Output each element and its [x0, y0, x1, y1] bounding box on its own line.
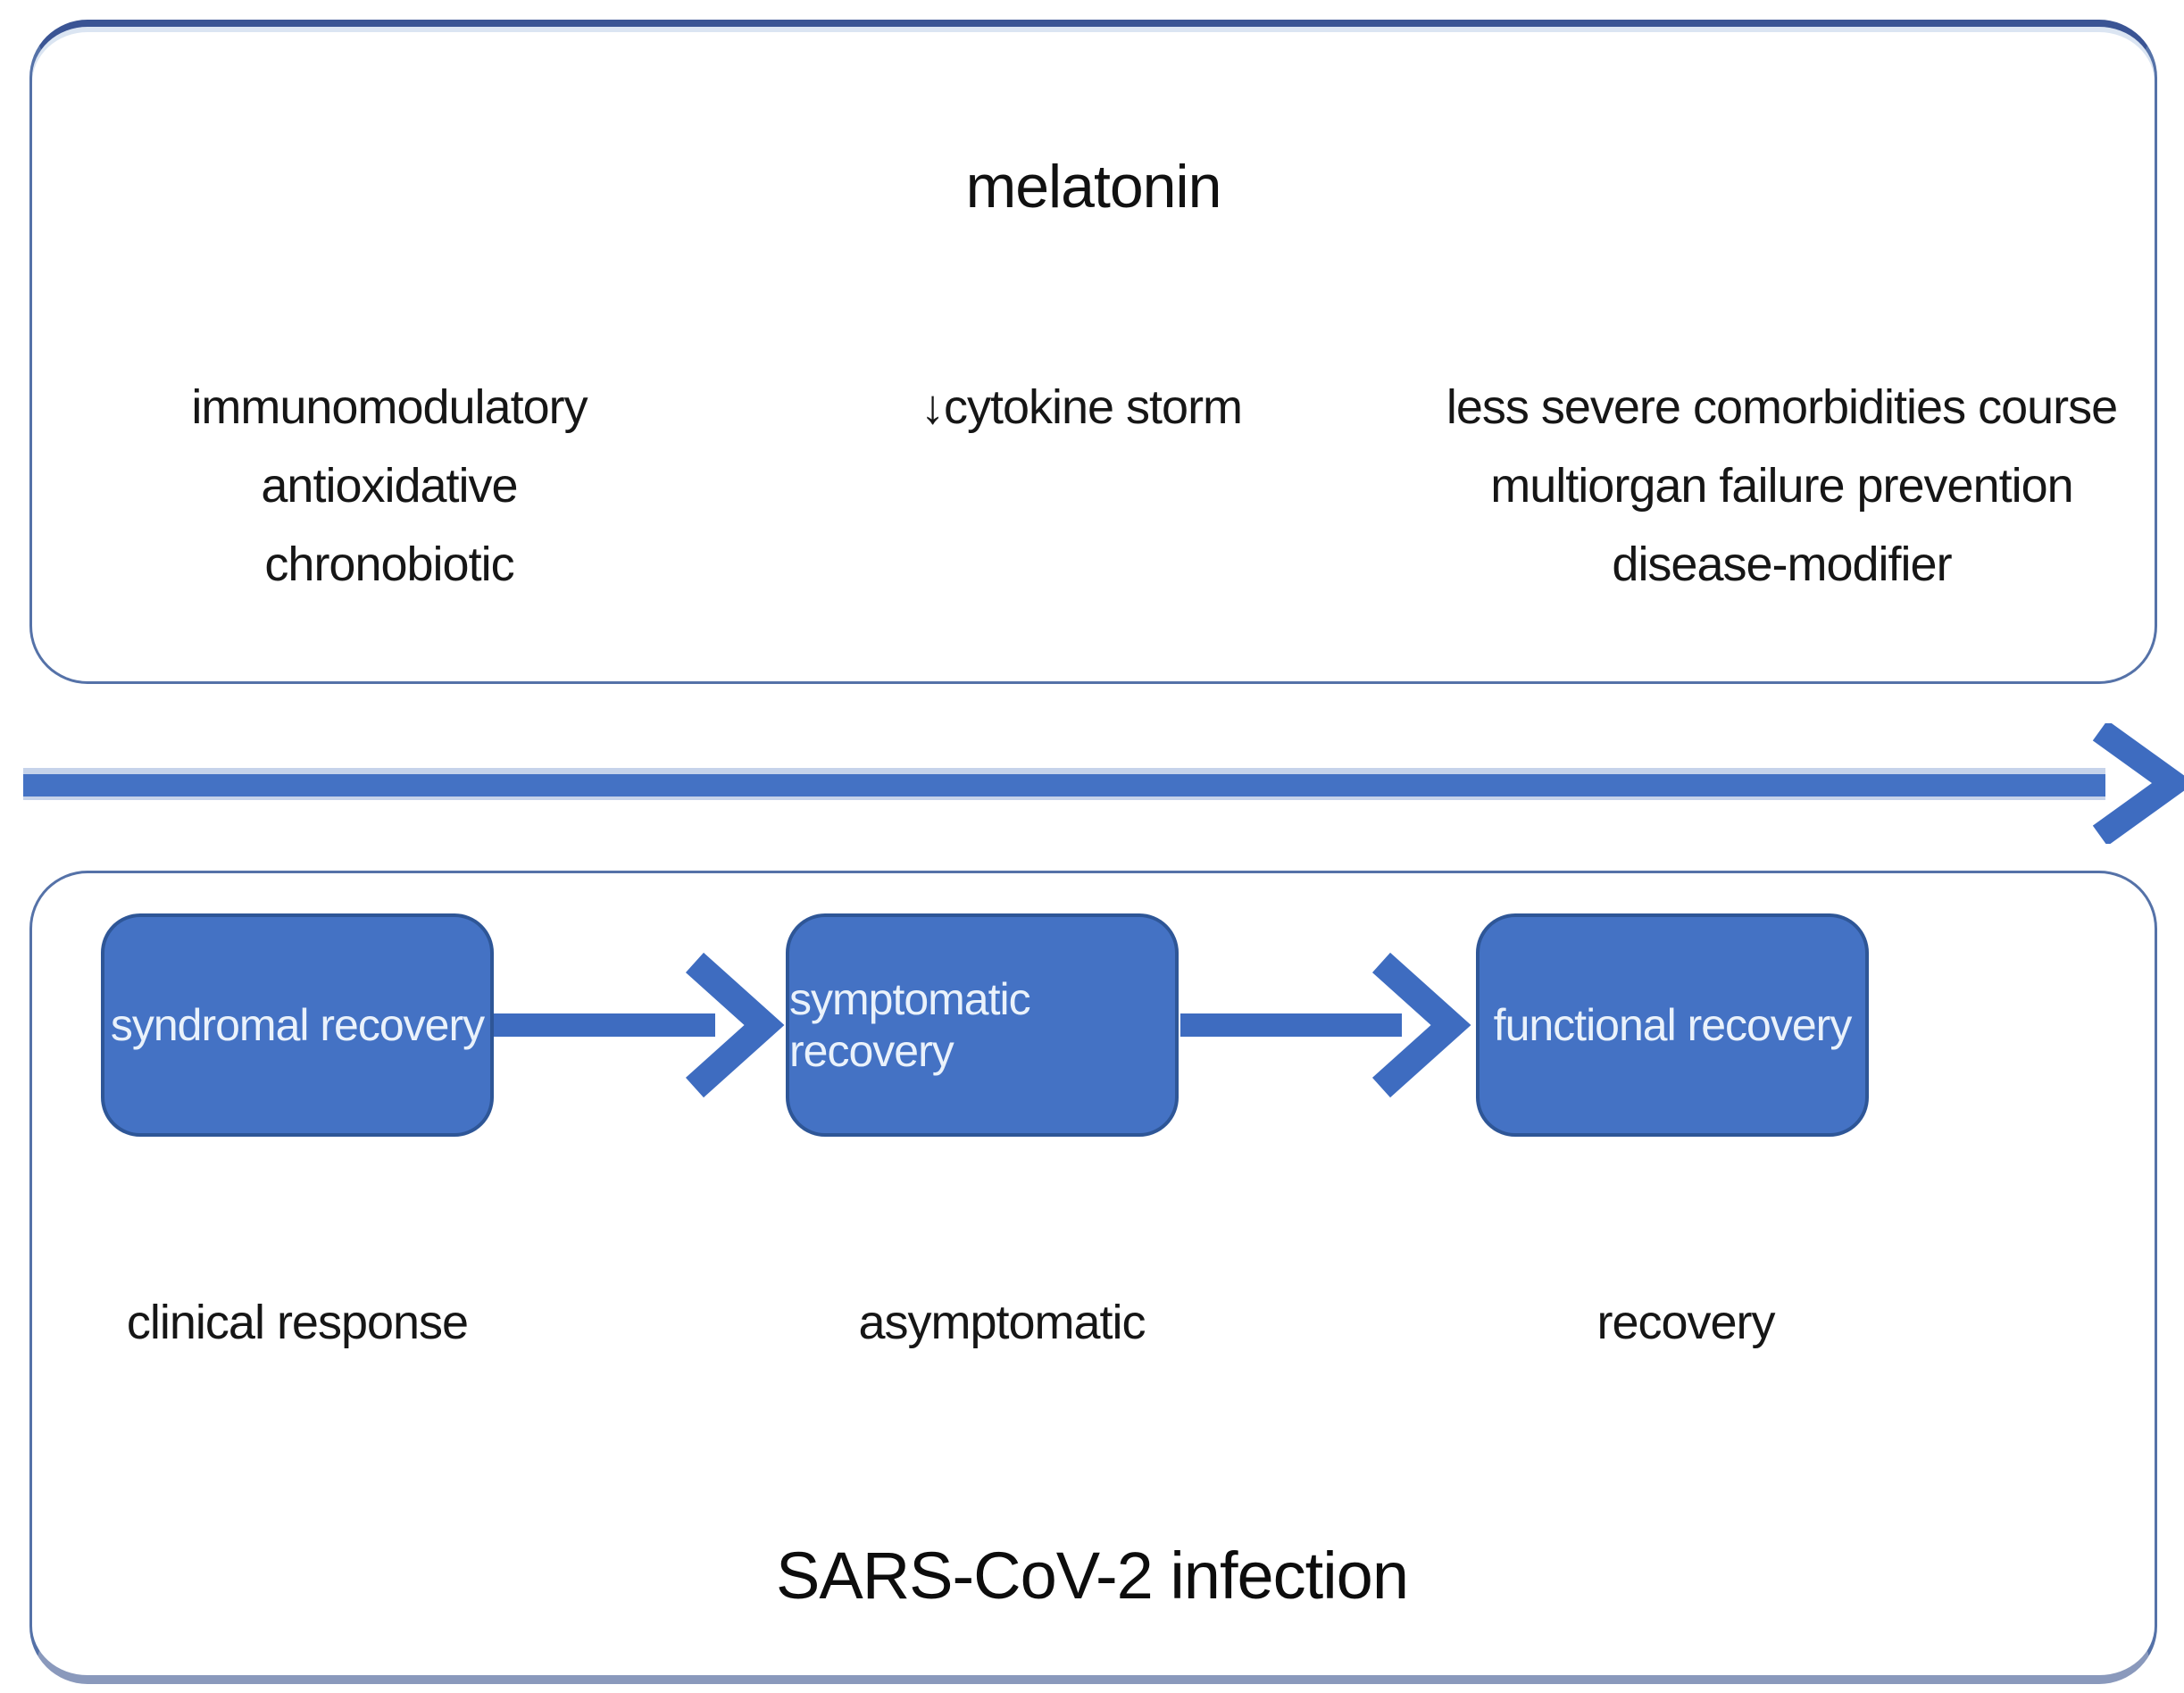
cytokine-storm-column: ↓cytokine storm: [871, 368, 1291, 446]
stage-right-arrow-icon: [1180, 952, 1471, 1098]
property-immunomodulatory: immunomodulatory: [191, 380, 588, 434]
stage-box-functional-recovery: functional recovery: [1476, 913, 1869, 1137]
cytokine-storm-label: ↓cytokine storm: [920, 380, 1243, 434]
phase-label-clinical-response: clinical response: [126, 1296, 469, 1349]
timeline-right-arrow-icon: [23, 723, 2184, 844]
phase-label-asymptomatic: asymptomatic: [858, 1296, 1146, 1349]
melatonin-panel: melatonin immunomodulatory antioxidative…: [29, 20, 2157, 684]
property-antioxidative: antioxidative: [261, 459, 518, 513]
outcome-disease-modifier: disease-modifier: [1612, 538, 1952, 591]
phase-label-recovery: recovery: [1596, 1296, 1775, 1349]
infection-panel-title: SARS-CoV-2 infection: [775, 1539, 1409, 1613]
stage-box-label: symptomatic recovery: [789, 974, 1031, 1076]
stage-box-label: functional recovery: [1493, 1000, 1853, 1050]
melatonin-title: melatonin: [965, 153, 1222, 221]
stage-right-arrow-icon: [494, 952, 785, 1098]
outcome-comorbidities: less severe comorbidities course: [1446, 380, 2118, 434]
melatonin-outcomes-column: less severe comorbidities course multior…: [1418, 368, 2146, 604]
property-chronobiotic: chronobiotic: [264, 538, 514, 591]
stage-box-symptomatic-recovery: symptomatic recovery: [786, 913, 1179, 1137]
melatonin-properties-column: immunomodulatory antioxidative chronobio…: [139, 368, 639, 604]
stage-box-label: syndromal recovery: [110, 1000, 485, 1050]
outcome-multiorgan: multiorgan failure prevention: [1490, 459, 2073, 513]
stage-box-syndromal-recovery: syndromal recovery: [101, 913, 494, 1137]
